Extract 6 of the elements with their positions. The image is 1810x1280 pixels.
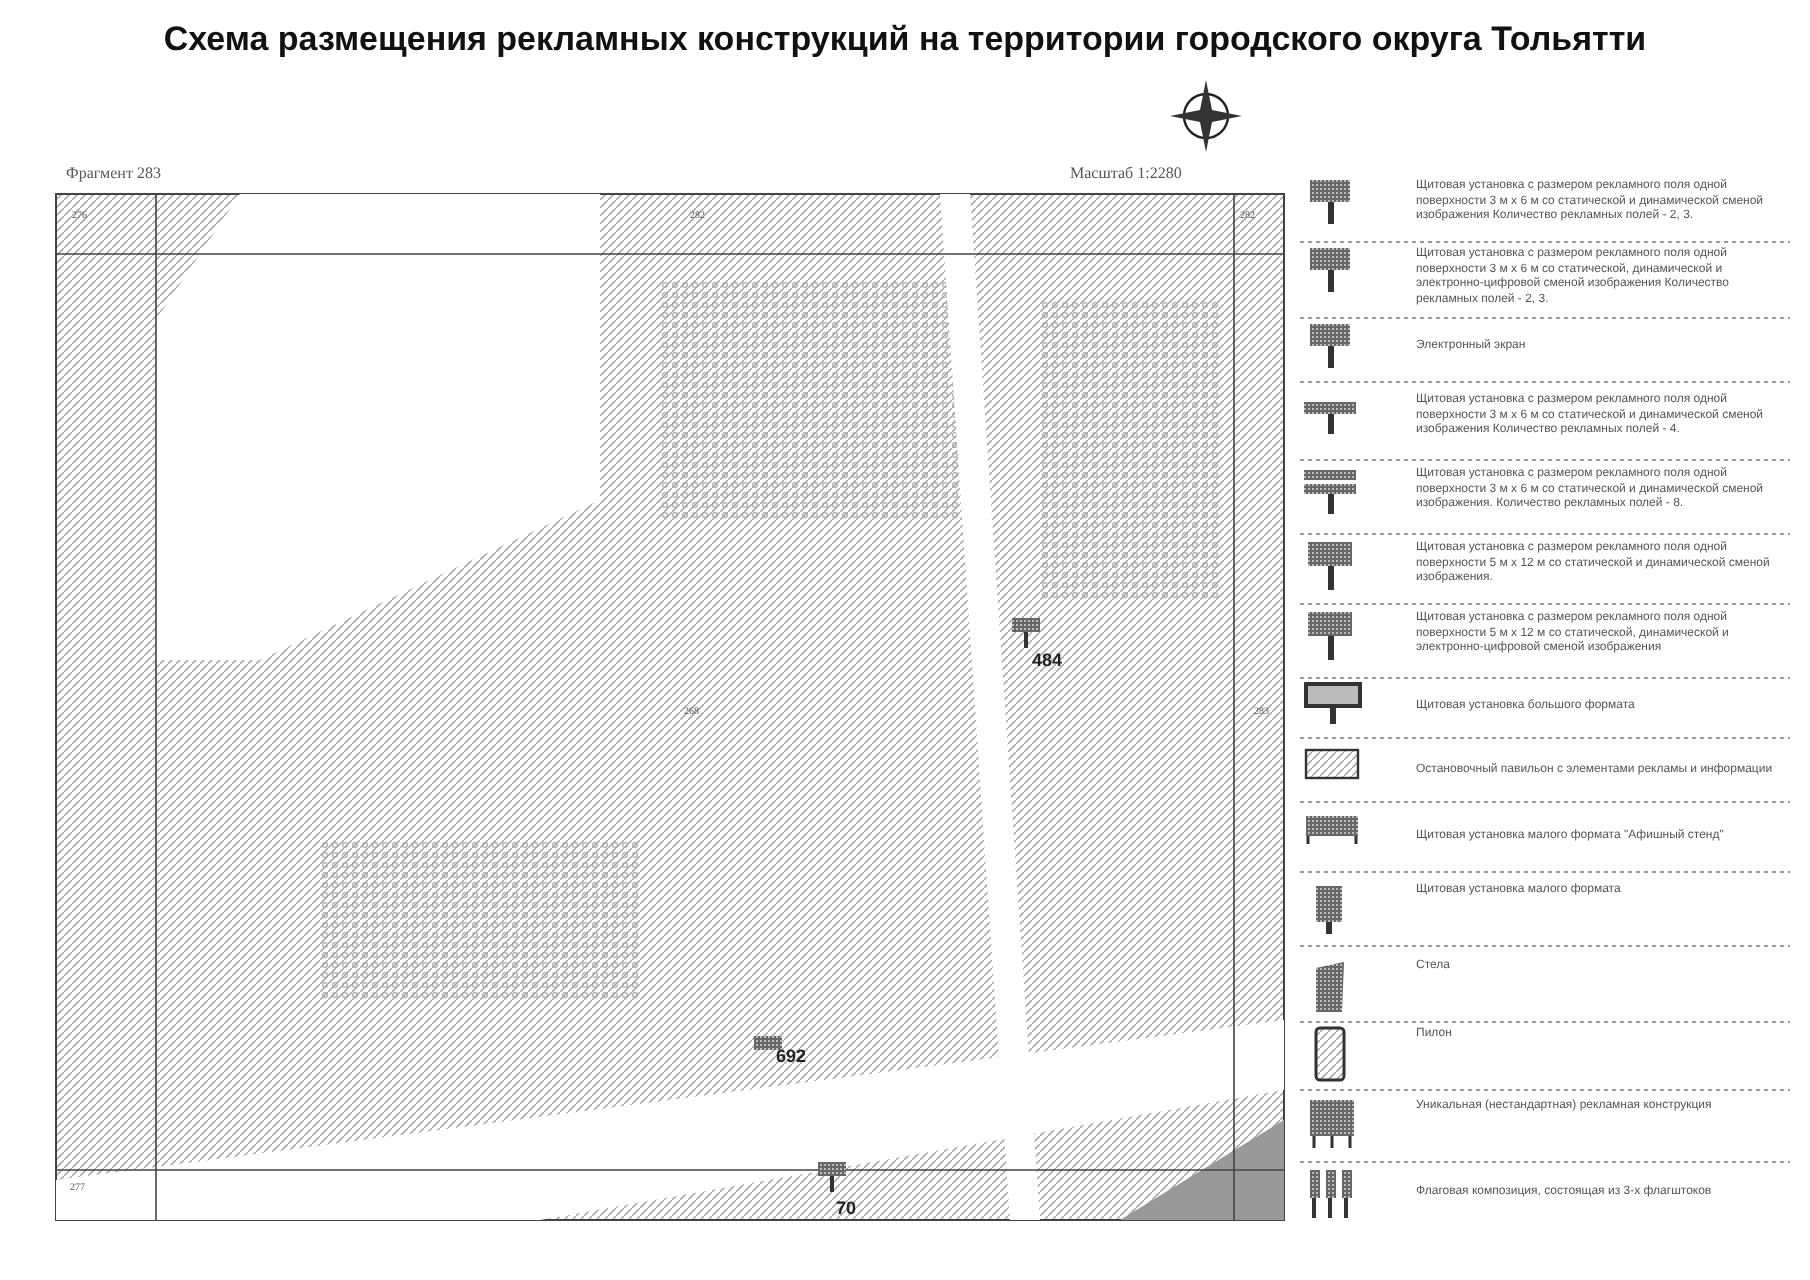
scale-label: Масштаб 1:2280	[1070, 164, 1182, 182]
fragment-label: Фрагмент 283	[66, 164, 161, 182]
sign-number: 484	[1032, 650, 1063, 670]
sign-number: 70	[836, 1198, 857, 1218]
map-title: Схема размещения рекламных конструкций на территории городского округа Тольятти	[161, 20, 1649, 60]
sign-number: 692	[776, 1046, 807, 1066]
